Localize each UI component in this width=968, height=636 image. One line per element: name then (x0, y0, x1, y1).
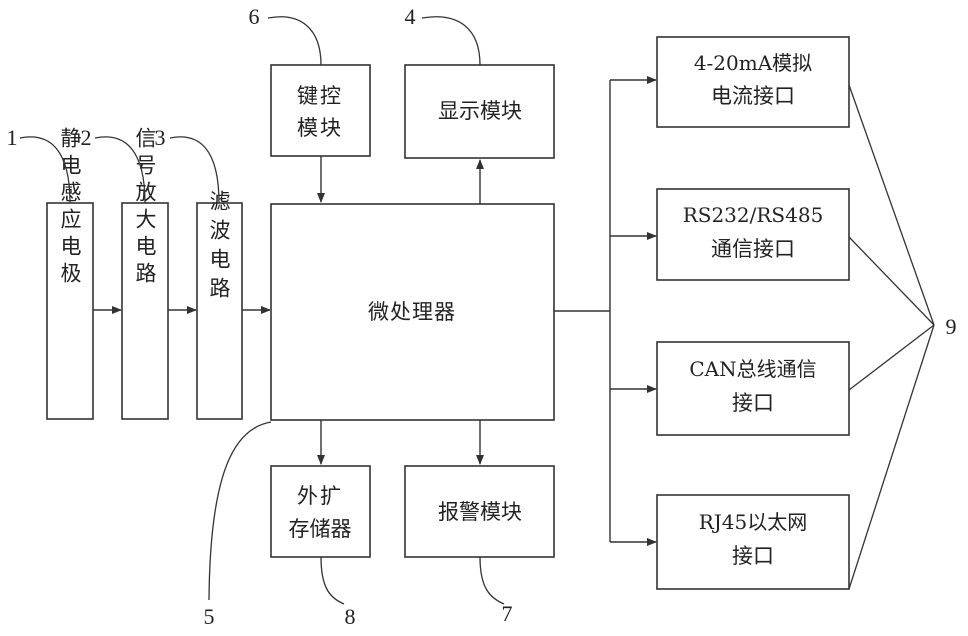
ethernet-interface-label-line1: RJ45以太网 (699, 510, 808, 534)
filter-label: 滤波电路 (207, 190, 231, 306)
storage-label-line1: 外扩 (297, 484, 343, 508)
leader-5 (209, 422, 271, 600)
leader-9-analog (849, 85, 934, 325)
analog-interface-label-line1: 4-20mA模拟 (694, 51, 812, 75)
can-interface-label-line2: 接口 (732, 391, 774, 415)
ref-number-7: 7 (502, 601, 513, 626)
ref-number-1: 1 (7, 125, 18, 150)
serial-interface-label-line2: 通信接口 (711, 237, 795, 261)
ref-number-2: 2 (81, 125, 92, 150)
ref-number-5: 5 (204, 604, 215, 629)
ref-number-8: 8 (345, 604, 356, 629)
storage-label-line2: 存储器 (289, 517, 352, 541)
keypad-label-line1: 键控 (297, 84, 343, 108)
leader-4 (422, 17, 480, 65)
ethernet-interface-label-line2: 接口 (732, 544, 774, 568)
ref-number-9: 9 (946, 314, 957, 339)
mcu-label: 微处理器 (368, 300, 456, 324)
amplifier-label: 信号放大电路 (133, 127, 157, 289)
leader-8 (321, 557, 344, 604)
analog-interface-label-line2: 电流接口 (711, 84, 795, 108)
can-interface-label-line1: CAN总线通信 (689, 357, 816, 381)
leader-6 (268, 17, 321, 65)
leader-9-ethernet (849, 325, 934, 589)
can-interface-box (657, 342, 849, 435)
keypad-box (271, 65, 370, 156)
ref-number-3: 3 (155, 125, 166, 150)
alarm-label: 报警模块 (438, 500, 522, 524)
serial-interface-label-line1: RS232/RS485 (683, 203, 824, 227)
ref-number-6: 6 (249, 4, 260, 29)
electrode-label: 静电感应电极 (58, 127, 82, 289)
leader-9-can (849, 325, 934, 390)
storage-box (271, 466, 370, 557)
ref-number-4: 4 (405, 4, 416, 29)
keypad-label-line2: 模块 (297, 116, 343, 140)
leader-9-serial (849, 237, 934, 325)
display-label: 显示模块 (438, 99, 522, 123)
leader-7 (480, 557, 504, 604)
